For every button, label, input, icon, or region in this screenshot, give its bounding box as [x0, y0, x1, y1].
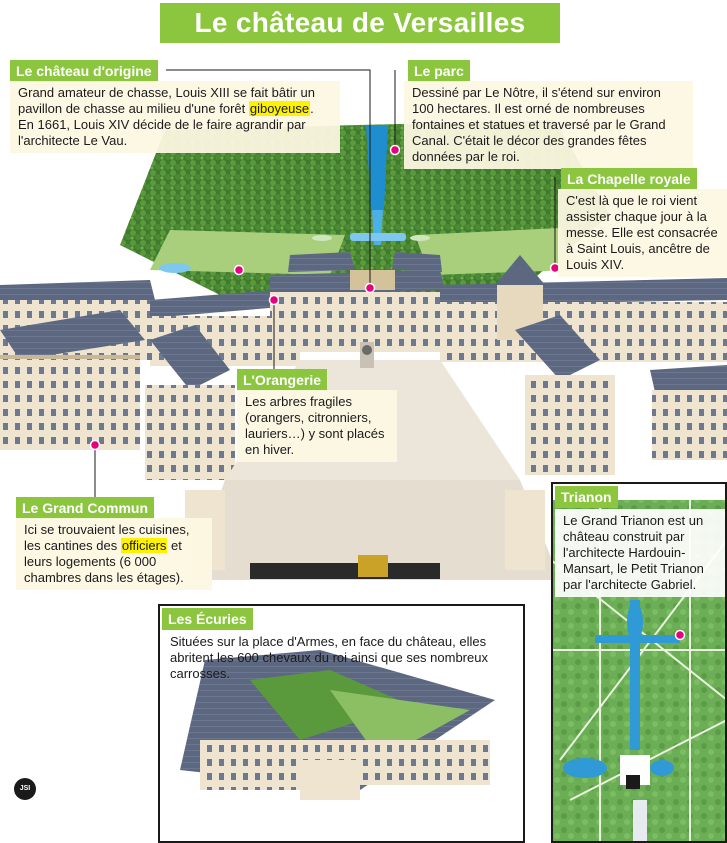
text-grand-commun: Ici se trouvaient les cuisines, les cant… [16, 518, 212, 590]
jsi-logo: JSI [14, 778, 36, 800]
ecuries-frame [158, 604, 525, 843]
grand-commun-text-start: Ici se trouvaient les cuisines, les cant… [24, 522, 190, 553]
chateau-origine-text-start: Grand amateur de chasse, Louis XIII se f… [18, 85, 315, 116]
highlight-officiers: officiers [120, 538, 168, 553]
logo-text: JSI [19, 785, 31, 792]
label-chateau-origine: Le château d'origine [10, 60, 158, 82]
page-title: Le château de Versailles [160, 3, 560, 43]
text-chateau-origine: Grand amateur de chasse, Louis XIII se f… [10, 81, 340, 153]
text-trianon: Le Grand Trianon est un château construi… [555, 509, 725, 597]
text-chapelle-royale: C'est là que le roi vient assister chaqu… [558, 189, 727, 277]
label-trianon: Trianon [555, 486, 618, 508]
trianon-frame [551, 482, 727, 843]
text-parc: Dessiné par Le Nôtre, il s'étend sur env… [404, 81, 693, 169]
text-ecuries: Situées sur la place d'Armes, en face du… [170, 634, 488, 681]
label-parc: Le parc [408, 60, 470, 82]
grand-commun-text-end: et leurs logements (6 000 chambres dans … [24, 538, 184, 585]
highlight-giboyeuse: giboyeuse [248, 101, 311, 116]
label-orangerie: L'Orangerie [237, 369, 328, 391]
label-ecuries: Les Écuries [162, 608, 253, 630]
text-orangerie: Les arbres fragiles (orangers, citronnie… [237, 390, 397, 462]
label-chapelle-royale: La Chapelle royale [561, 168, 697, 190]
label-grand-commun: Le Grand Commun [16, 497, 155, 519]
chateau-origine-text-end: . En 1661, Louis XIV décide de le faire … [18, 101, 314, 148]
